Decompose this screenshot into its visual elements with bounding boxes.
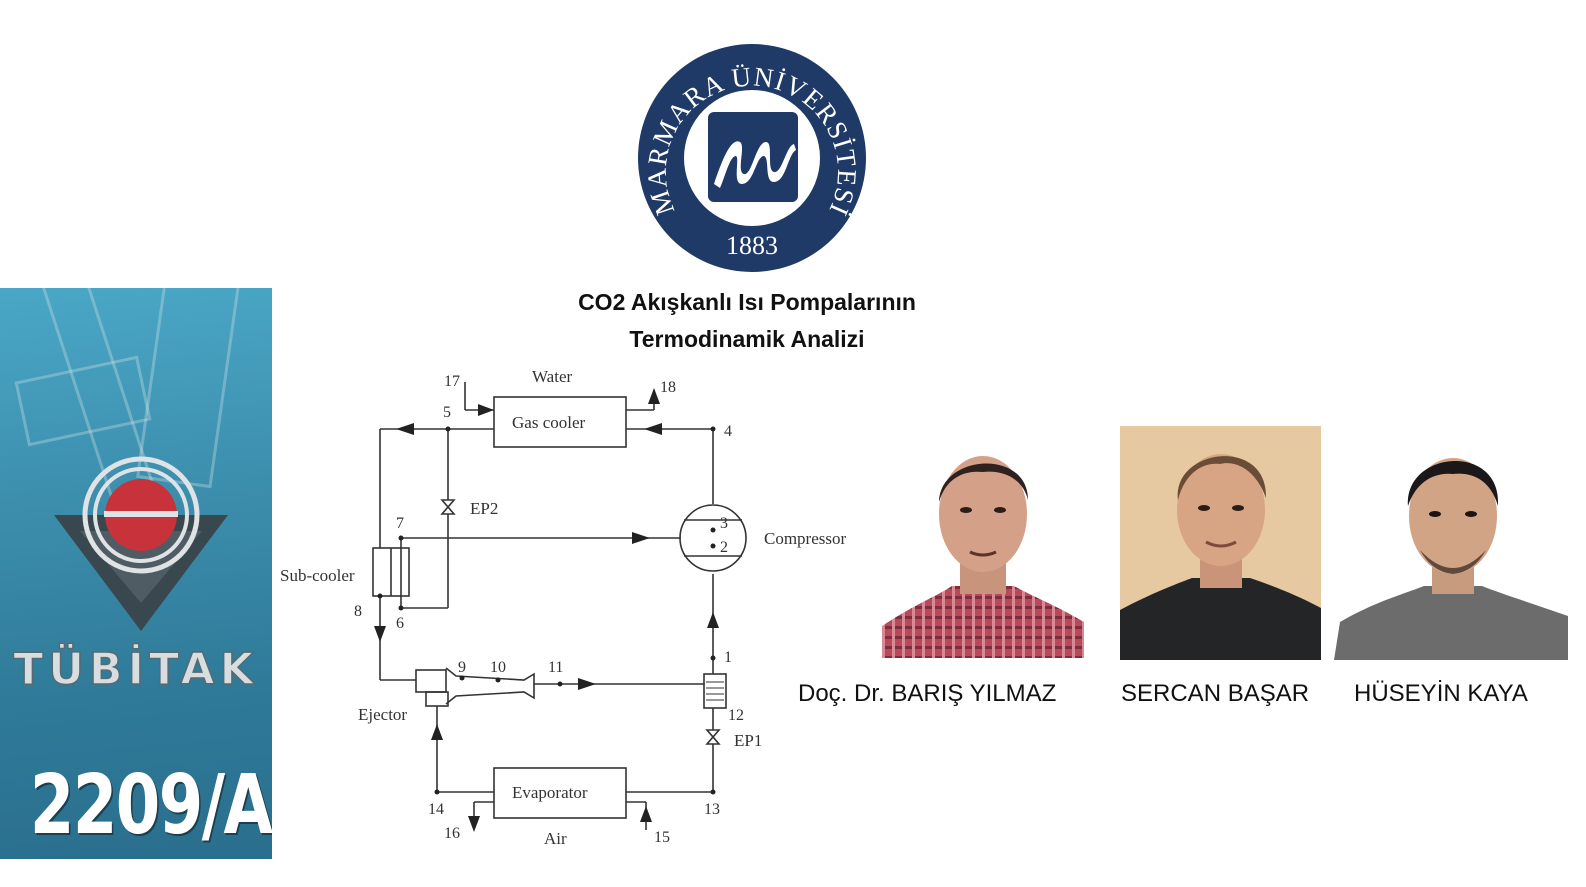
point-2: 2 bbox=[720, 539, 728, 556]
label-ep2: EP2 bbox=[470, 499, 498, 518]
gas-cooler-box bbox=[493, 396, 627, 448]
point-3: 3 bbox=[720, 515, 728, 532]
program-code: 2209/A bbox=[29, 758, 272, 853]
heat-pump-cycle-diagram: Water Gas cooler EP2 Compressor Sub-cool… bbox=[280, 367, 847, 848]
compressor-circle bbox=[679, 504, 747, 572]
point-11: 11 bbox=[548, 659, 563, 676]
point-16: 16 bbox=[444, 825, 460, 842]
photo-baris-yilmaz bbox=[882, 426, 1084, 658]
point-8: 8 bbox=[354, 603, 362, 620]
title-line-1: CO2 Akışkanlı Isı Pompalarının bbox=[578, 289, 916, 315]
person-name-huseyin-kaya: HÜSEYİN KAYA bbox=[1354, 680, 1528, 707]
person-portrait-icon bbox=[1120, 454, 1321, 660]
label-ejector: Ejector bbox=[358, 705, 407, 724]
evaporator-box bbox=[493, 767, 627, 819]
logo-year: 1883 bbox=[726, 231, 778, 260]
tubitak-emblem-icon bbox=[54, 456, 228, 631]
point-15: 15 bbox=[654, 829, 670, 846]
label-gas-cooler: Gas cooler bbox=[512, 413, 586, 432]
tubitak-name: TÜBİTAK bbox=[13, 643, 259, 696]
point-18: 18 bbox=[660, 379, 676, 396]
point-4: 4 bbox=[724, 423, 732, 440]
label-air: Air bbox=[544, 829, 567, 848]
person-portrait-icon bbox=[882, 456, 1084, 658]
person-portrait-icon bbox=[1334, 458, 1568, 660]
point-14: 14 bbox=[428, 801, 444, 818]
point-9: 9 bbox=[458, 659, 466, 676]
ihx-box bbox=[703, 673, 727, 709]
point-12: 12 bbox=[728, 707, 744, 724]
label-compressor: Compressor bbox=[764, 529, 847, 548]
project-title: CO2 Akışkanlı Isı Pompalarının Termodina… bbox=[440, 284, 1054, 358]
photo-sercan-basar bbox=[1120, 426, 1321, 660]
label-sub-cooler: Sub-cooler bbox=[280, 566, 355, 585]
person-name-baris-yilmaz: Doç. Dr. BARIŞ YILMAZ bbox=[798, 680, 1057, 707]
point-17: 17 bbox=[444, 373, 460, 390]
point-10: 10 bbox=[490, 659, 506, 676]
point-13: 13 bbox=[704, 801, 720, 818]
label-evaporator: Evaporator bbox=[512, 783, 588, 802]
marmara-university-logo: MARMARA ÜNİVERSİTESİ 1883 bbox=[638, 44, 866, 272]
title-line-2: Termodinamik Analizi bbox=[629, 326, 865, 352]
person-name-sercan-basar: SERCAN BAŞAR bbox=[1121, 680, 1310, 707]
point-7: 7 bbox=[396, 515, 404, 532]
tubitak-2209a-banner: TÜBİTAK 2209/A bbox=[0, 288, 272, 859]
label-ep1: EP1 bbox=[734, 731, 762, 750]
point-1: 1 bbox=[724, 649, 732, 666]
label-water: Water bbox=[532, 367, 572, 386]
point-5: 5 bbox=[443, 404, 451, 421]
point-6: 6 bbox=[396, 615, 404, 632]
photo-huseyin-kaya bbox=[1334, 426, 1568, 660]
